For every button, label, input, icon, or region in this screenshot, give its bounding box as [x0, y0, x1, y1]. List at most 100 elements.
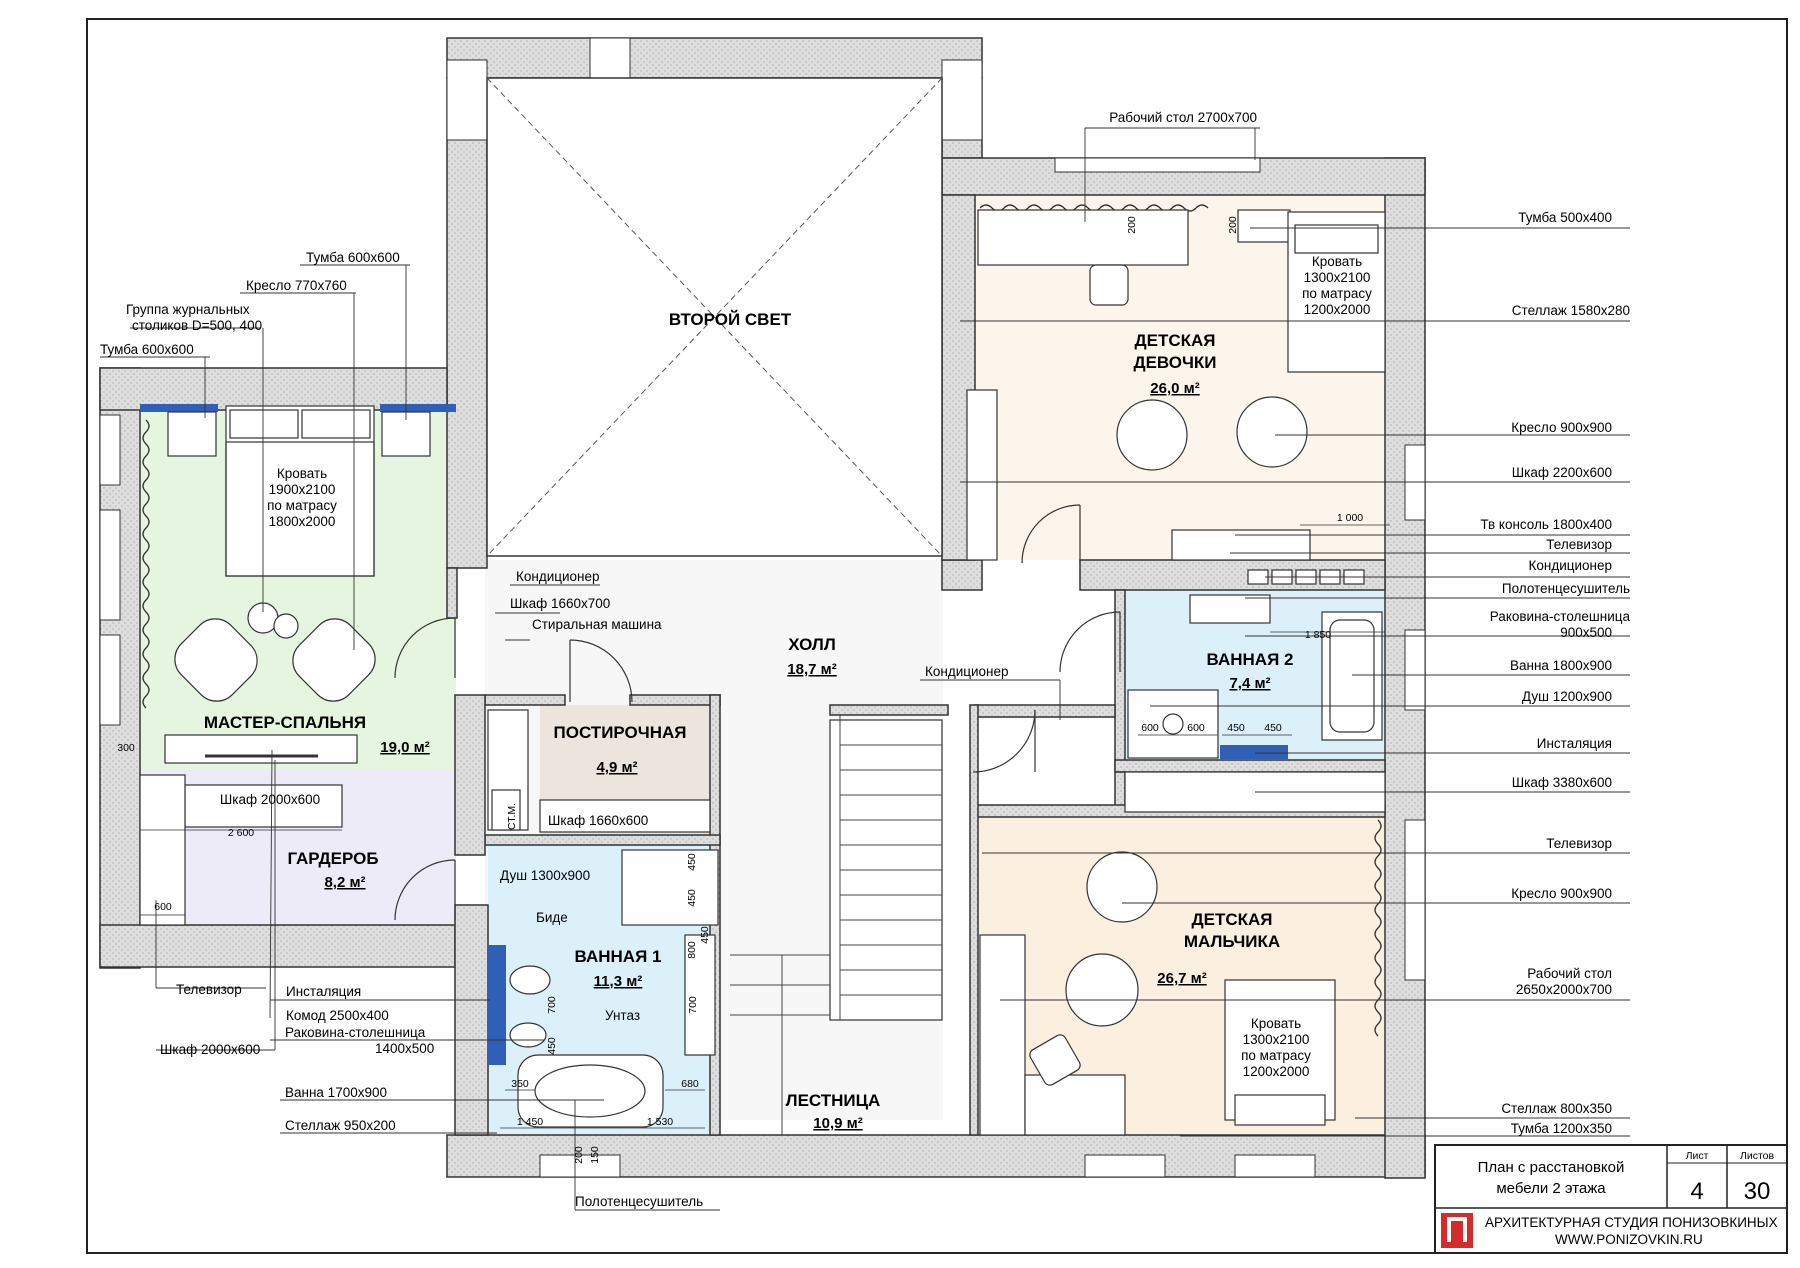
boy-room-name-2: МАЛЬЧИКА	[1184, 932, 1280, 951]
laundry-name: ПОСТИРОЧНАЯ	[554, 723, 687, 742]
label-tumba-500: Тумба 500х400	[1518, 210, 1612, 225]
shkaf-1660-bot-label: Шкаф 1660х600	[548, 813, 648, 828]
bath2-area: 7,4 м²	[1229, 675, 1270, 692]
room-labels: ВТОРОЙ СВЕТ ДЕТСКАЯ ДЕВОЧКИ 26,0 м² МАСТ…	[204, 310, 1294, 1132]
dim-200b: 200	[1227, 216, 1239, 234]
label-stellazh-800: Стеллаж 800х350	[1501, 1101, 1612, 1116]
dim-450d: 450	[686, 889, 698, 907]
boy-room-name-1: ДЕТСКАЯ	[1192, 910, 1273, 929]
wardrobe-closet-label: Шкаф 2000х600	[220, 792, 320, 807]
wardrobe-name: ГАРДЕРОБ	[287, 849, 378, 868]
ac-stairs-label: Кондиционер	[925, 664, 1009, 679]
label-komod: Комод 2500х400	[286, 1008, 389, 1023]
studio-name: АРХИТЕКТУРНАЯ СТУДИЯ ПОНИЗОВКИНЫХ	[1485, 1215, 1778, 1230]
dim-1450: 1 450	[517, 1116, 543, 1128]
hall-area: 18,7 м²	[787, 661, 836, 678]
boy-bed-label-4: 1200х2000	[1243, 1064, 1310, 1079]
dim-450a: 450	[1227, 722, 1245, 734]
label-sink1-2: 1400х500	[375, 1041, 434, 1056]
label-tv-boy: Телевизор	[1546, 836, 1612, 851]
label-sink1-1: Раковина-столешница	[285, 1025, 426, 1040]
label-install-1: Инсталяция	[286, 984, 361, 999]
dim-450f: 450	[546, 1037, 558, 1055]
studio-site: WWW.PONIZOVKIN.RU	[1555, 1232, 1703, 1247]
dim-350: 350	[511, 1078, 529, 1090]
label-towel-2: Полотенцесушитель	[1502, 581, 1630, 596]
stairs-name: ЛЕСТНИЦА	[786, 1091, 881, 1110]
label-ac-girl: Кондиционер	[1529, 558, 1613, 573]
label-desk-boy-2: 2650х2000х700	[1516, 982, 1612, 997]
girl-bed-label-4: 1200х2000	[1304, 302, 1371, 317]
bath2-name: ВАННАЯ 2	[1207, 650, 1294, 669]
label-towel-1: Полотенцесушитель	[575, 1194, 703, 1209]
inner-labels: Кровать 1900х2100 по матрасу 1800х2000 К…	[220, 254, 1372, 1079]
master-bed-label-4: 1800х2000	[269, 514, 336, 529]
hall-name: ХОЛЛ	[788, 635, 836, 654]
blue-strips	[140, 404, 1288, 1065]
label-tv-master: Телевизор	[176, 982, 242, 997]
master-bed-label-2: 1900х2100	[269, 482, 336, 497]
boy-bed-label-1: Кровать	[1251, 1016, 1301, 1031]
label-shkaf-2000: Шкаф 2000х600	[160, 1042, 260, 1057]
dim-1530: 1 530	[647, 1116, 673, 1128]
label-tv-console: Тв консоль 1800х400	[1480, 517, 1612, 532]
ac-hall-label: Кондиционер	[516, 569, 600, 584]
girl-room-area: 26,0 м²	[1150, 380, 1199, 397]
boy-room-area: 26,7 м²	[1157, 970, 1206, 987]
dim-200c: 200	[573, 1146, 585, 1164]
label-stellazh-1580: Стеллаж 1580х280	[1512, 303, 1630, 318]
washer-label: Стиральная машина	[532, 617, 662, 632]
dim-450e: 450	[699, 926, 711, 944]
sheet-label: Лист	[1686, 1150, 1709, 1162]
sheet-number: 4	[1690, 1178, 1703, 1205]
inner-labels-left: Кондиционер Шкаф 1660х700 Стиральная маш…	[500, 569, 1009, 1023]
second-light-label: ВТОРОЙ СВЕТ	[669, 310, 792, 329]
bidet-label: Биде	[536, 910, 568, 925]
label-shower-1200: Душ 1200х900	[1522, 689, 1612, 704]
master-bed-label-3: по матрасу	[267, 498, 337, 513]
leader-lines	[100, 127, 1630, 1211]
label-bath-1700: Ванна 1700х900	[285, 1085, 387, 1100]
master-room-name: МАСТЕР-СПАЛЬНЯ	[204, 713, 366, 732]
laundry-area: 4,9 м²	[596, 759, 637, 776]
master-room-area: 19,0 м²	[380, 739, 429, 756]
label-desk-2700: Рабочий стол 2700х700	[1109, 110, 1257, 125]
right-labels: Рабочий стол 2700х700 Тумба 500х400 Стел…	[1109, 110, 1630, 1136]
label-kreslo-770: Кресло 770х760	[246, 278, 347, 293]
stair-treads	[730, 715, 942, 1135]
dim-700a: 700	[546, 996, 558, 1014]
label-tumba-1200: Тумба 1200х350	[1511, 1121, 1612, 1136]
left-labels: Тумба 600х600 Кресло 770х760 Группа журн…	[100, 250, 703, 1209]
bath1-name: ВАННАЯ 1	[575, 947, 662, 966]
windows	[99, 37, 1426, 1178]
bath1-area: 11,3 м²	[594, 973, 643, 990]
furniture	[139, 209, 1386, 1136]
dim-800: 800	[686, 941, 698, 959]
label-shkaf-2200: Шкаф 2200х600	[1512, 465, 1612, 480]
washer-sm-label: СТ.М.	[506, 803, 518, 830]
boy-bed-label-2: 1300х2100	[1243, 1032, 1310, 1047]
stairs-area: 10,9 м²	[813, 1115, 862, 1132]
master-bed-label-1: Кровать	[277, 466, 327, 481]
label-group-1: Группа журнальных	[126, 302, 250, 317]
label-sink2-2: 900х500	[1560, 625, 1612, 640]
boy-bed-label-3: по матрасу	[1241, 1048, 1311, 1063]
girl-bed-label-2: 1300х2100	[1304, 270, 1371, 285]
dim-1000: 1 000	[1337, 512, 1363, 524]
label-shkaf-3380: Шкаф 3380х600	[1512, 775, 1612, 790]
wardrobe-area: 8,2 м²	[324, 874, 365, 891]
second-light-void	[486, 77, 943, 557]
dim-600c: 600	[154, 901, 172, 913]
title-line-2: мебели 2 этажа	[1496, 1180, 1606, 1197]
title-line-1: План с расстановкой	[1478, 1159, 1625, 1176]
dim-150: 150	[589, 1146, 601, 1164]
doors	[394, 504, 1121, 921]
sheets-label: Листов	[1740, 1150, 1775, 1162]
dim-1850: 1 850	[1305, 629, 1331, 641]
title-block: План с расстановкой мебели 2 этажа Лист …	[1434, 1144, 1788, 1254]
girl-room-name-1: ДЕТСКАЯ	[1135, 331, 1216, 350]
label-sink2-1: Раковина-столешница	[1490, 609, 1631, 624]
label-kreslo-girl: Кресло 900х900	[1511, 420, 1612, 435]
label-kreslo-boy: Кресло 900х900	[1511, 886, 1612, 901]
